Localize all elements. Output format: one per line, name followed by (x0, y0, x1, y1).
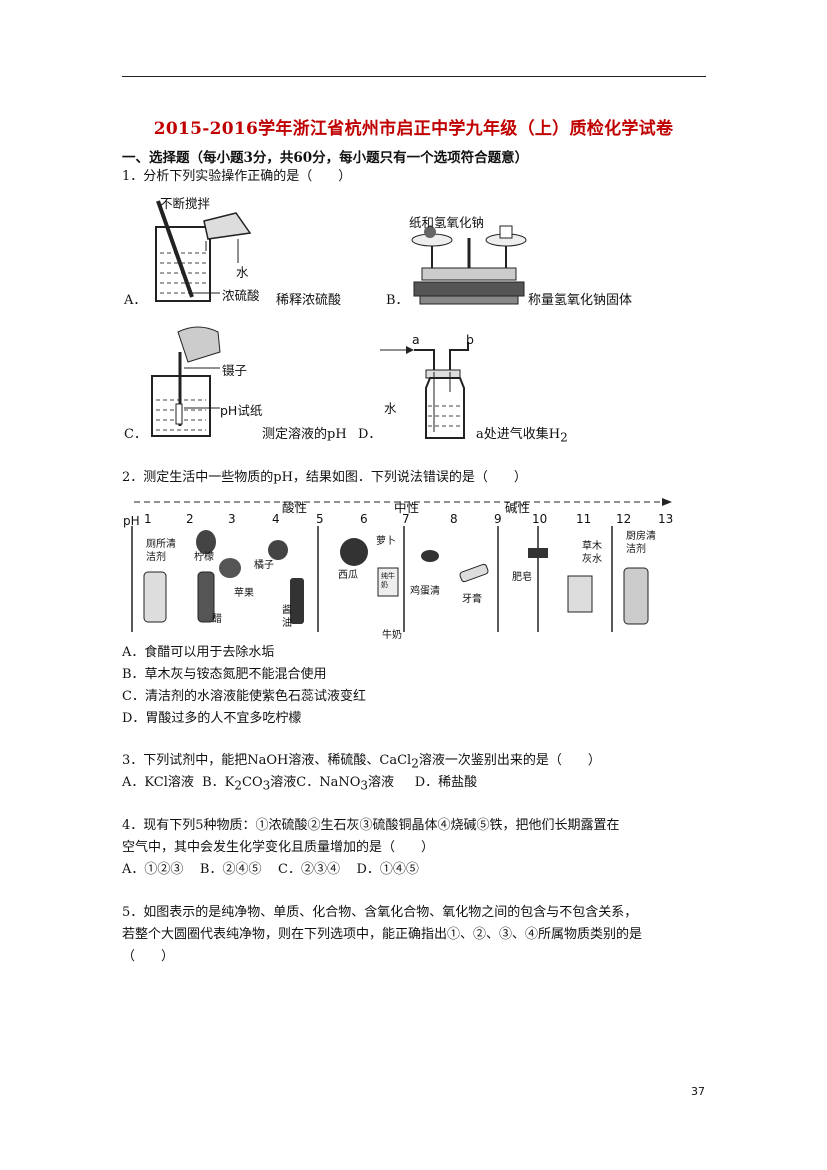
label-water-d: 水 (384, 401, 397, 416)
label-acidic: 酸性 (282, 500, 308, 515)
q1-stem: 1．分析下列实验操作正确的是（ ） (122, 169, 352, 184)
ph-tick-7: 7 (402, 512, 410, 526)
label-neutral: 中性 (394, 500, 420, 515)
q5-line3: （ ） (122, 949, 175, 964)
q3-option-a: A．KCl溶液 (122, 775, 194, 790)
q4-options: A．①②③ B．②④⑤ C．②③④ D．①④⑤ (122, 859, 419, 881)
label-ph-paper: pH试纸 (220, 403, 263, 418)
label-soy-sauce: 酱油 (282, 605, 292, 629)
label-tweezers: 镊子 (222, 363, 248, 378)
section-heading: 一、选择题（每小题3分，共60分，每小题只有一个选项符合题意） (122, 150, 529, 166)
label-kitchen-cleaner: 厨房清洁剂 (626, 531, 656, 555)
ph-tick-12: 12 (616, 512, 632, 526)
q1-optC-letter: C． (124, 427, 147, 442)
page-number: 37 (691, 1085, 705, 1098)
label-ash-water: 草木灰水 (582, 541, 602, 565)
label-egg-white: 鸡蛋清 (410, 586, 440, 597)
q3-stem: 3．下列试剂中，能把NaOH溶液、稀硫酸、CaCl2溶液一次鉴别出来的是（ ） (122, 753, 601, 771)
label-watermelon: 西瓜 (338, 570, 358, 581)
ph-tick-13: 13 (658, 512, 674, 526)
q4-option-d: D．①④⑤ (356, 862, 419, 877)
q2-stem: 2．测定生活中一些物质的pH，结果如图．下列说法错误的是（ ） (122, 470, 527, 485)
ph-tick-11: 11 (576, 512, 592, 526)
label-water: 水 (236, 265, 249, 280)
ph-tick-6: 6 (360, 512, 368, 526)
ph-tick-5: 5 (316, 512, 324, 526)
q4-option-b: B．②④⑤ (199, 862, 262, 877)
q1-optB-letter: B． (386, 293, 409, 308)
label-soap: 肥皂 (512, 572, 532, 583)
q2-option-b: B．草木灰与铵态氮肥不能混合使用 (122, 667, 327, 682)
label-basic: 碱性 (505, 500, 531, 515)
q4-option-a: A．①②③ (122, 862, 184, 877)
q1-optC-text: 测定溶液的pH (262, 427, 347, 442)
q5-line1: 5．如图表示的是纯净物、单质、化合物、含氧化合物、氧化物之间的包含与不包含关系， (122, 905, 638, 920)
label-toilet-cleaner: 厕所清洁剂 (146, 539, 176, 563)
figure-ph-scale (131, 498, 672, 632)
page-title: 2015-2016学年浙江省杭州市启正中学九年级（上）质检化学试卷 (153, 119, 674, 139)
q2-option-d: D．胃酸过多的人不宜多吃柠檬 (122, 711, 302, 726)
q2-option-c: C．清洁剂的水溶液能使紫色石蕊试液变红 (122, 689, 366, 704)
q4-option-c: C．②③④ (278, 862, 340, 877)
label-milk-box: 纯牛奶 (381, 572, 395, 589)
figure-balance (411, 225, 527, 305)
q1-optD-text: a处进气收集H2 (476, 427, 568, 445)
label-milk: 牛奶 (382, 630, 402, 641)
ph-tick-3: 3 (228, 512, 236, 526)
ph-tick-2: 2 (186, 512, 194, 526)
ph-tick-10: 10 (532, 512, 548, 526)
label-conc-acid: 浓硫酸 (222, 288, 260, 303)
figure-ph-paper (151, 326, 221, 437)
q3-options: A．KCl溶液 B．K2CO3溶液C．NaNO3溶液 D．稀盐酸 (122, 772, 477, 797)
label-orange: 橘子 (254, 560, 274, 571)
label-radish: 萝卜 (376, 536, 396, 547)
q2-option-a: A．食醋可以用于去除水垢 (122, 645, 275, 660)
label-lemon: 柠檬 (194, 552, 214, 563)
q3-option-d: D．稀盐酸 (414, 775, 478, 790)
figure-gas-bottle (380, 342, 469, 439)
q5-line2: 若整个大圆圈代表纯净物，则在下列选项中，能正确指出①、②、③、④所属物质类别的是 (122, 927, 643, 942)
q1-optA-letter: A． (124, 293, 147, 308)
q1-optB-text: 称量氢氧化钠固体 (528, 293, 633, 308)
label-b: b (466, 332, 474, 347)
figure-dilute-acid (155, 200, 252, 302)
ph-tick-9: 9 (494, 512, 502, 526)
q4-line2: 空气中，其中会发生化学变化且质量增加的是（ ） (122, 840, 435, 855)
q1-optA-text: 稀释浓硫酸 (276, 293, 342, 308)
ph-tick-8: 8 (450, 512, 458, 526)
label-apple: 苹果 (234, 588, 254, 599)
label-toothpaste: 牙膏 (462, 594, 482, 605)
q1-optD-letter: D． (358, 427, 382, 442)
ph-tick-4: 4 (272, 512, 280, 526)
q3-option-b: B．K2CO3溶液 (202, 775, 297, 793)
label-vinegar: 醋 (212, 614, 222, 625)
label-stir: 不断搅拌 (160, 196, 211, 211)
label-a: a (412, 332, 420, 347)
label-paper-naoh: 纸和氢氧化钠 (409, 215, 485, 230)
q4-line1: 4．现有下列5种物质：①浓硫酸②生石灰③硫酸铜晶体④烧碱⑤铁，把他们长期露置在 (122, 818, 620, 833)
header-rule (122, 76, 706, 77)
q3-option-c: C．NaNO3溶液 (296, 775, 395, 793)
ph-label: pH (123, 514, 140, 528)
ph-tick-1: 1 (144, 512, 152, 526)
